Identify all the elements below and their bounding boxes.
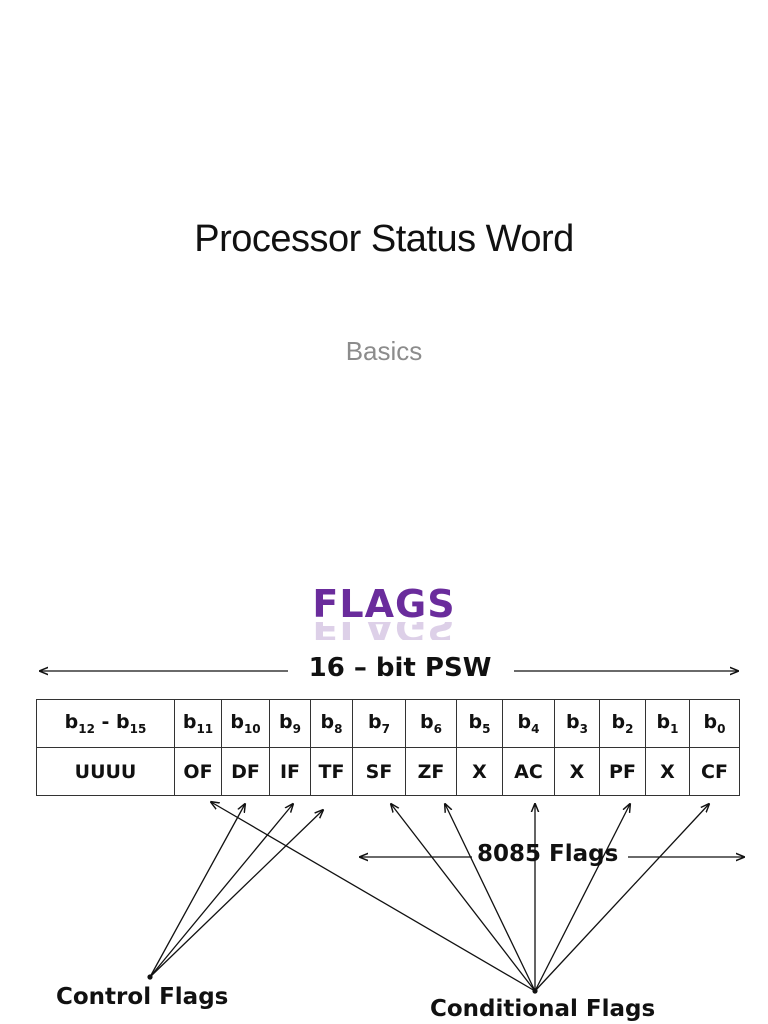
control-flag-arrows: [149, 804, 323, 978]
slide-title: Processor Status Word: [194, 218, 574, 260]
bit-cell: b8: [310, 699, 353, 748]
arrow-df: [149, 804, 245, 978]
flag-cell: CF: [689, 747, 740, 796]
flag-name-row: UUUU OF DF IF TF SF ZF X AC X PF X CF: [36, 747, 740, 796]
flag-cell: DF: [221, 747, 270, 796]
flag-cell: OF: [174, 747, 222, 796]
bit-cell: b11: [174, 699, 222, 748]
title-slide: Processor Status Word Basics: [194, 218, 574, 366]
bit-number-row: b12 - b15 b11 b10 b9 b8 b7 b6 b5 b4 b3 b…: [36, 699, 740, 748]
flag-cell: X: [554, 747, 600, 796]
arrow-zf: [445, 804, 536, 992]
arrow-tf: [149, 810, 323, 978]
bit-cell: b3: [554, 699, 600, 748]
bit-cell: b4: [502, 699, 555, 748]
flag-cell: ZF: [405, 747, 457, 796]
conditional-flag-arrows: [211, 802, 709, 992]
bit-cell: b12 - b15: [36, 699, 175, 748]
bit-cell: b7: [352, 699, 406, 748]
arrow-if: [149, 804, 293, 978]
bit-cell: b5: [456, 699, 503, 748]
bit-cell: b1: [645, 699, 690, 748]
bit-cell: b6: [405, 699, 457, 748]
psw-label: 16 – bit PSW: [290, 653, 510, 683]
bit-cell: b10: [221, 699, 270, 748]
flags-8085-label: 8085 Flags: [477, 841, 619, 867]
flags-heading: FLAGS: [312, 582, 456, 626]
control-flags-label: Control Flags: [56, 984, 229, 1010]
flag-cell: IF: [269, 747, 311, 796]
control-flags-origin: [147, 974, 153, 980]
psw-bit-table: b12 - b15 b11 b10 b9 b8 b7 b6 b5 b4 b3 b…: [36, 699, 740, 796]
flag-cell: PF: [599, 747, 646, 796]
arrow-cf: [534, 804, 709, 992]
diagram-lines: [0, 540, 768, 994]
arrow-of: [211, 802, 536, 992]
flags-heading-reflection: FLAGS: [0, 622, 768, 640]
flags-slide: FLAGS FLAGS 16 – bit PSW b12 - b15 b11 b…: [0, 540, 768, 1024]
slide-subtitle: Basics: [345, 336, 423, 366]
flag-cell: UUUU: [36, 747, 175, 796]
bit-cell: b0: [689, 699, 740, 748]
conditional-flags-label: Conditional Flags: [430, 996, 656, 1022]
arrow-pf: [534, 804, 630, 992]
flag-cell: X: [645, 747, 690, 796]
flag-cell: AC: [502, 747, 555, 796]
conditional-flags-origin: [532, 988, 538, 994]
bit-cell: b9: [269, 699, 311, 748]
arrow-sf: [391, 804, 536, 992]
flag-cell: X: [456, 747, 503, 796]
flag-cell: TF: [310, 747, 353, 796]
bit-cell: b2: [599, 699, 646, 748]
flag-cell: SF: [352, 747, 406, 796]
